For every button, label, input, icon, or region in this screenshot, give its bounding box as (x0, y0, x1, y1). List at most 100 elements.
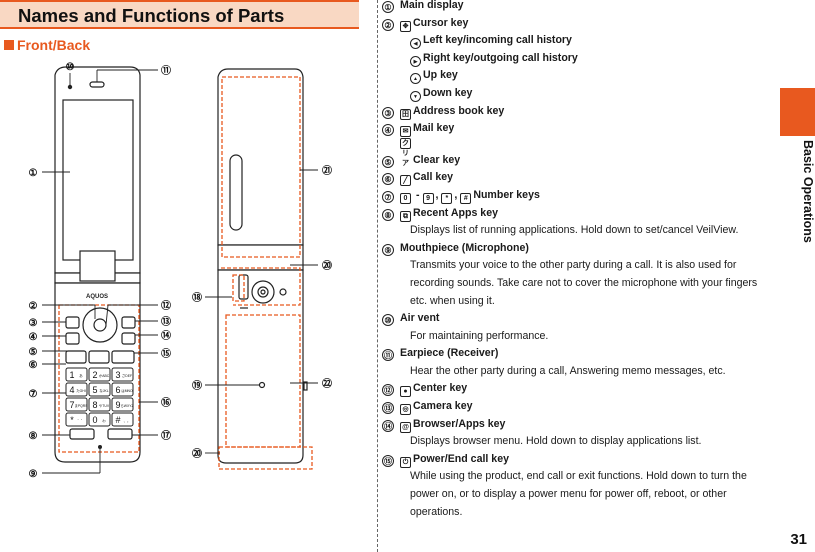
keypad-digit: 9 (115, 400, 120, 410)
callout-7: ⑦ (29, 389, 38, 400)
key-icon: * (441, 192, 453, 204)
keypad-key (111, 367, 134, 382)
part-title-separator: - (416, 188, 420, 201)
side-tab-label: Basic Operations (801, 140, 815, 243)
keypad-digit: 8 (92, 400, 97, 410)
keypad-key (88, 382, 111, 397)
callout-17: ⑰ (161, 429, 171, 442)
part-title: Main display (400, 0, 464, 11)
part-number: ⑭ (382, 419, 394, 432)
keypad-digit: 4 (69, 385, 74, 395)
callout-20a: ⑳ (192, 447, 202, 460)
callout-9: ⑨ (29, 469, 38, 480)
part-title: Mail key (413, 122, 455, 135)
keypad-key (65, 382, 88, 397)
side-tab-marker (780, 88, 815, 136)
part-title: Cursor key (413, 16, 469, 29)
part-title-separator: , (454, 188, 461, 201)
callout-11: ⑪ (161, 64, 171, 77)
direction-icon: ▶ (410, 55, 421, 67)
callout-20b: ⑳ (322, 259, 332, 272)
part-entry: ⑭ @Browser/Apps key (382, 416, 762, 434)
keypad-letters: あ (79, 373, 83, 378)
callout-13: ⑬ (161, 315, 171, 328)
part-number: ⑪ (382, 349, 394, 362)
part-title: Mouthpiece (Microphone) (400, 241, 529, 254)
keypad-digit: # (115, 415, 120, 425)
callout-6: ⑥ (29, 360, 38, 371)
part-title: Power/End call key (413, 452, 509, 465)
back-panel (229, 154, 243, 231)
part-number: ⑬ (382, 402, 394, 415)
part-title: Recent Apps key (413, 206, 498, 219)
part-number: ② (382, 18, 394, 31)
keypad-key (88, 367, 111, 382)
key-icon: ◎ (400, 404, 411, 416)
key-icon: ● (400, 386, 411, 398)
callout-21: ㉑ (322, 164, 332, 177)
keypad-key (65, 367, 88, 382)
key-icon: クリア (400, 137, 411, 167)
part-title: Earpiece (Receiver) (400, 347, 499, 360)
keypad-key (88, 412, 111, 427)
part-entry: ⑮ ⏻Power/End call key (382, 451, 762, 469)
part-number: ⑨ (382, 243, 394, 256)
keypad-letters: やTUV (99, 403, 110, 408)
part-number: ⑮ (382, 454, 394, 467)
key-icon: ⏻ (400, 456, 411, 468)
direction-icon: ▲ (410, 73, 421, 85)
main-display (62, 99, 134, 261)
key-icon: 田 (400, 108, 411, 120)
keypad-letters: まPQRS (75, 403, 89, 408)
keypad-key (88, 397, 111, 412)
back-upper-body (217, 68, 304, 246)
key-icon: ✥ (400, 20, 411, 32)
callout-16: ⑯ (161, 396, 171, 409)
key-icon: # (460, 192, 472, 204)
page-header: Names and Functions of Parts (0, 0, 359, 29)
part-entry: ⑧ ⧉Recent Apps key (382, 205, 762, 223)
key-icon: 9 (422, 192, 434, 204)
callout-8: ⑧ (29, 431, 38, 442)
keypad-key (111, 382, 134, 397)
keypad-digit: 7 (69, 400, 74, 410)
sub-key-entry: ▲Up key (382, 67, 762, 85)
callout-3: ③ (29, 318, 38, 329)
part-number: ⑦ (382, 190, 394, 203)
part-number: ⑥ (382, 173, 394, 186)
sub-key-label: Down key (423, 86, 473, 99)
keypad-digit: 3 (115, 370, 120, 380)
part-entry: ⑥╱Call key (382, 169, 762, 187)
direction-icon: ◀ (410, 38, 421, 50)
part-number: ⑧ (382, 208, 394, 221)
part-entry: ⑬◎Camera key (382, 398, 762, 416)
keypad-letters: ゛゜ (78, 418, 85, 423)
part-number: ⑤ (382, 155, 394, 168)
part-title: Address book key (413, 104, 505, 117)
sub-key-entry: ▶Right key/outgoing call history (382, 50, 762, 68)
key-icon: ⧉ (400, 210, 411, 222)
key-icon: @ (400, 421, 411, 433)
keypad-key (65, 397, 88, 412)
keypad-letters: らWXYZ (120, 403, 133, 408)
keypad-letters: かABC (99, 373, 110, 378)
callout-5: ⑤ (29, 347, 38, 358)
part-entry: ④✉Mail key (382, 120, 762, 138)
keypad-letters: なJKL (99, 388, 108, 393)
part-number: ④ (382, 124, 394, 137)
callout-12: ⑫ (161, 299, 171, 312)
part-title: Browser/Apps key (413, 417, 506, 430)
part-description: Hear the other party during a call, Answ… (410, 364, 726, 377)
callout-2: ② (29, 301, 38, 312)
keypad-letters: さDEF (122, 373, 132, 378)
keypad-digit: 0 (92, 415, 97, 425)
part-title: Clear key (413, 153, 461, 166)
keypad-letters: はMNO (121, 388, 133, 393)
direction-icon: ▼ (410, 90, 421, 102)
page-title: Names and Functions of Parts (18, 5, 285, 26)
keypad-digit: 2 (92, 370, 97, 380)
